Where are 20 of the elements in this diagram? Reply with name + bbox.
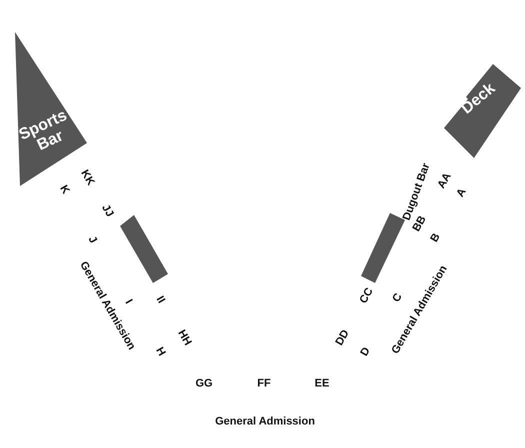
section-label: C [391,292,405,304]
area-name: Sports Bar [16,108,71,156]
section-label: D [359,346,373,358]
section-label: KK [78,168,96,188]
section-label: II [154,294,166,306]
section-label: EE [314,378,330,390]
section-label: K [57,184,71,196]
section-label: A [455,186,469,200]
section-label: GG [195,378,213,390]
deck-area [443,63,522,159]
section-label: JJ [99,202,115,220]
area-label: General Admission [215,416,315,428]
section-label: B [429,232,443,244]
section-label: CC [358,286,376,306]
section-label: FF [257,378,271,390]
section-label: HH [175,328,193,348]
section-label: DD [334,328,352,348]
section-label: J [86,234,98,246]
section-label: H [153,346,167,358]
section-label: AA [436,171,454,191]
